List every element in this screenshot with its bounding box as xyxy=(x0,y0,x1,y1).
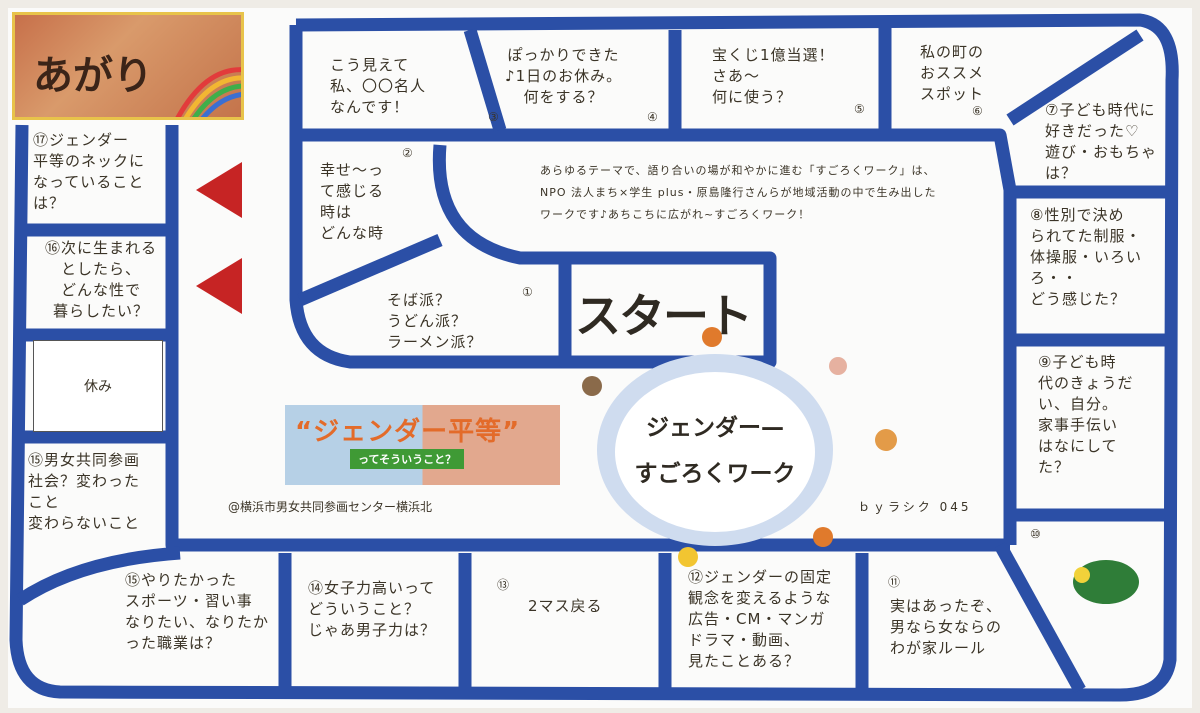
square-4: ぽっかりできた♪1日のお休み。何をする？ xyxy=(505,46,623,106)
square-15: ⑮男女共同参画社会？変わったこと変わらないこと xyxy=(28,451,141,532)
square-1-number: ① xyxy=(522,285,533,299)
square-4-number: ④ xyxy=(647,110,658,124)
square-5: 宝くじ1億当選！さあ～何に使う？ xyxy=(712,46,835,106)
square-2: 幸せ～って感じる時はどんな時 xyxy=(320,161,385,242)
square-12: ⑫ジェンダーの固定観念を変えるような広告・CM・マンガドラマ・動画、見たことある… xyxy=(688,568,833,670)
goal-square: あがり xyxy=(12,12,244,120)
square-11: 実はあったぞ、男なら女ならのわが家ルール xyxy=(890,597,1003,657)
rest-square: 休み xyxy=(33,340,163,432)
arrow-left-icon xyxy=(196,162,242,218)
square-6: 私の町のおススメスポット xyxy=(920,43,985,103)
frog-illustration xyxy=(1073,560,1139,604)
square-2-number: ② xyxy=(402,146,413,160)
rainbow-icon xyxy=(175,67,241,117)
credit-text: @横浜市男女共同参画センター横浜北 xyxy=(228,500,433,514)
board-title: ジェンダー—すごろくワーク xyxy=(634,415,796,487)
square-9: ⑨子ども時代のきょうだい、自分。家事手伝いはなにしてた？ xyxy=(1038,353,1134,476)
arrow-left-icon xyxy=(196,258,242,314)
square-13: 2マス戻る xyxy=(528,597,603,615)
square-17: ⑰ジェンダー平等のネックになっていることは？ xyxy=(33,131,146,212)
byline-text: ｂｙラシク 045 xyxy=(858,500,972,514)
square-1: そば派？うどん派？ラーメン派？ xyxy=(387,291,483,351)
square-3-number: ③ xyxy=(488,110,499,124)
square-11-number: ⑪ xyxy=(888,575,901,589)
start-square: スタート xyxy=(575,289,753,343)
logo-main-text: “ジェンダー平等” xyxy=(295,417,521,447)
square-10-number: ⑩ xyxy=(1030,527,1041,541)
logo-sub-text: ってそういうこと？ xyxy=(350,449,465,469)
gender-equality-logo: “ジェンダー平等” ってそういうこと？ xyxy=(285,405,560,485)
square-7: ⑦子ども時代に好きだった♡遊び・おもちゃは？ xyxy=(1045,101,1158,182)
description-text: あらゆるテーマで、語り合いの場が和やかに進む「すごろくワーク」は、NPO 法人ま… xyxy=(540,164,937,221)
goal-label: あがり xyxy=(33,53,153,99)
square-14: ⑭女子力高いってどういうこと？じゃあ男子力は？ xyxy=(308,579,437,639)
square-3: こう見えて私、〇〇名人なんです！ xyxy=(330,56,427,116)
square-15b: ⑮やりたかったスポーツ・習い事なりたい、なりたかった職業は？ xyxy=(125,571,270,652)
rest-label: 休み xyxy=(84,379,112,395)
square-16: ⑯次に生まれるとしたら、どんな性で暮らしたい？ xyxy=(44,239,157,320)
square-6-number: ⑥ xyxy=(972,104,983,118)
square-5-number: ⑤ xyxy=(854,102,865,116)
square-8: ⑧性別で決められてた制服・体操服・いろいろ・・どう感じた？ xyxy=(1030,206,1143,308)
dot-decoration xyxy=(702,327,722,347)
square-13-number: ⑬ xyxy=(497,578,510,592)
